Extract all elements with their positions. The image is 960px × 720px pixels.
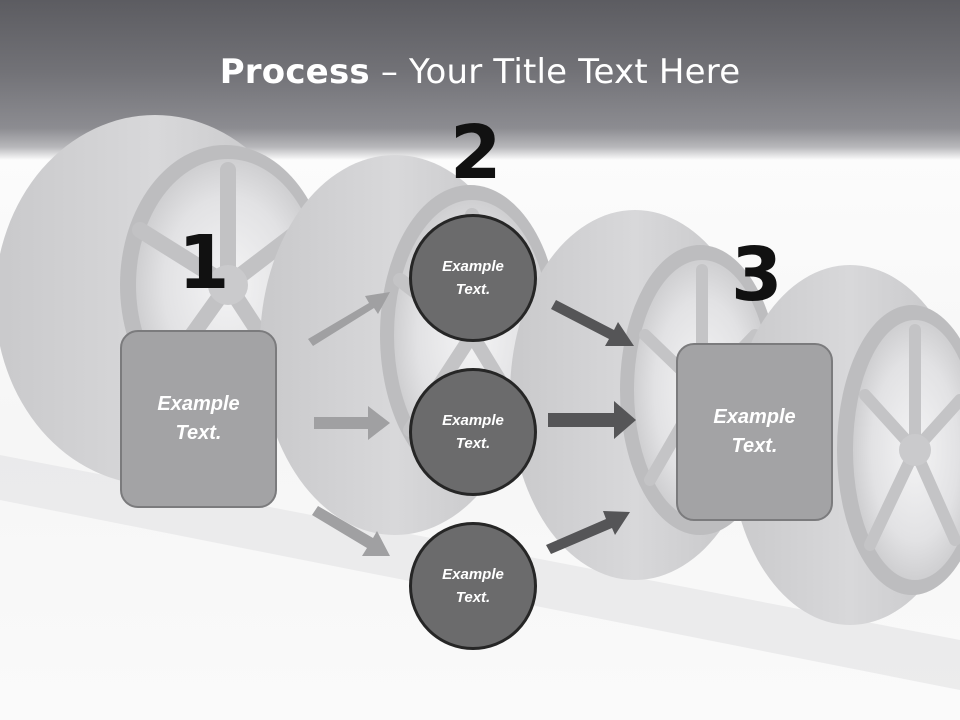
step-2-circle-2-text: Example Text.: [442, 412, 504, 452]
step-3-box: Example Text.: [676, 343, 833, 521]
step-2-circle-1-text: Example Text.: [442, 258, 504, 298]
step-1-number: 1: [178, 220, 230, 306]
tire-4: [730, 265, 960, 625]
arrow-2b-to-3: [548, 401, 636, 439]
step-3-number: 3: [731, 232, 783, 318]
title-strong: Process: [219, 52, 370, 92]
title-rest: – Your Title Text Here: [369, 52, 741, 92]
step-2-circle-3: Example Text.: [409, 522, 537, 650]
arrow-1-to-2c: [312, 506, 390, 556]
step-1-text: Example Text.: [157, 393, 240, 444]
arrow-1-to-2a: [308, 292, 390, 346]
slide-title: Process – Your Title Text Here: [0, 52, 960, 92]
step-3-text: Example Text.: [713, 406, 796, 457]
arrow-1-to-2b: [314, 406, 390, 440]
step-2-number: 2: [450, 110, 502, 196]
step-2-circle-1: Example Text.: [409, 214, 537, 342]
arrow-2c-to-3: [546, 511, 630, 554]
step-1-box: Example Text.: [120, 330, 277, 508]
step-2-circle-2: Example Text.: [409, 368, 537, 496]
step-2-circle-3-text: Example Text.: [442, 566, 504, 606]
arrow-2a-to-3: [551, 300, 634, 346]
